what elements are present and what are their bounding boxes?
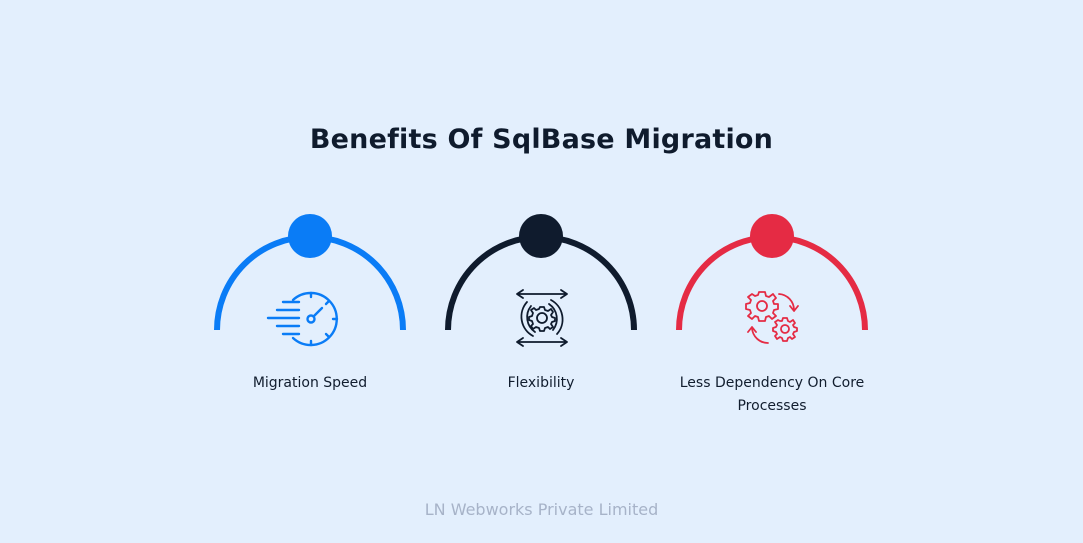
top-dot: [519, 214, 563, 258]
speedometer-icon: [266, 291, 339, 347]
benefit-label: Migration Speed: [252, 375, 368, 391]
benefit-card-flexibility: Flexibility: [441, 210, 641, 430]
gears-cycle-icon: [745, 291, 799, 344]
semicircle-arc: [676, 214, 868, 331]
benefit-label: Less Dependency On Core Processes: [679, 375, 865, 414]
benefit-card-less-dependency: Less Dependency On Core Processes: [672, 210, 872, 430]
benefit-label: Flexibility: [507, 375, 575, 391]
benefit-card-migration-speed: Migration Speed: [210, 210, 410, 430]
top-dot: [750, 214, 794, 258]
semicircle-arc: [445, 214, 637, 331]
gear-arrows-icon: [516, 289, 568, 347]
page-title: Benefits Of SqlBase Migration: [309, 124, 774, 155]
footer-company-name: LN Webworks Private Limited: [424, 500, 659, 519]
top-dot: [288, 214, 332, 258]
semicircle-arc: [214, 214, 406, 331]
